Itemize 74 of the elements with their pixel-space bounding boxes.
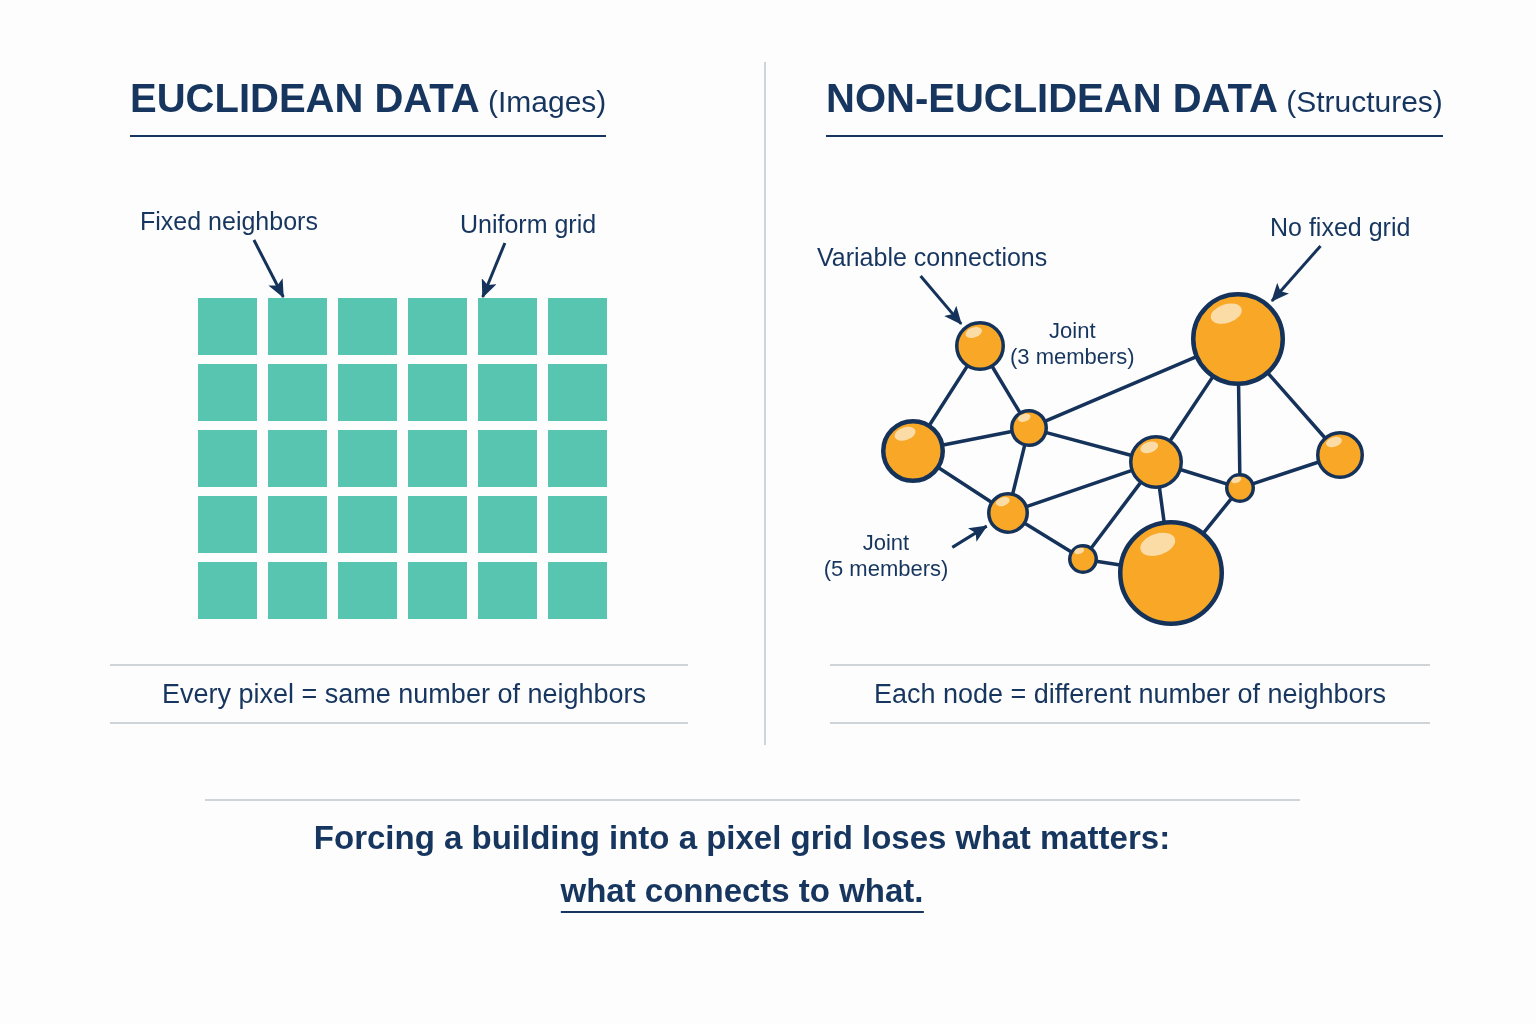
pixel-tile <box>198 496 257 553</box>
leader-arrow <box>951 524 988 549</box>
graph-node <box>1191 292 1285 386</box>
section-heading: EUCLIDEAN DATA (Images) <box>130 74 607 137</box>
annotation-label: Joint (3 members) <box>1010 318 1135 371</box>
graph-node <box>1068 544 1098 574</box>
leader-arrow <box>481 242 507 298</box>
graph-edge <box>1236 384 1242 475</box>
pixel-tile <box>548 430 607 487</box>
graph-edge <box>942 429 1013 447</box>
annotation-label: Fixed neighbors <box>140 206 318 236</box>
caption-text: Every pixel = same number of neighbors <box>162 678 646 711</box>
graph-edge <box>1024 522 1072 553</box>
graph-node <box>955 321 1005 371</box>
pixel-tile <box>548 298 607 355</box>
leader-arrow <box>252 239 285 298</box>
graph-edge <box>1202 497 1233 534</box>
pixel-tile <box>198 562 257 619</box>
pixel-tile <box>268 496 327 553</box>
pixel-tile <box>478 496 537 553</box>
pixel-tile <box>338 562 397 619</box>
pixel-tile <box>338 364 397 421</box>
graph-node <box>881 419 945 483</box>
graph-edge <box>1252 460 1319 486</box>
graph-edge <box>1096 559 1121 567</box>
section-heading: NON-EUCLIDEAN DATA (Structures) <box>826 74 1443 137</box>
pixel-tile <box>478 430 537 487</box>
pixel-tile <box>338 430 397 487</box>
graph-edge <box>1044 355 1197 423</box>
graph-edge <box>1169 376 1214 442</box>
graph-edge <box>1045 431 1132 457</box>
pixel-tile <box>268 562 327 619</box>
pixel-tile <box>338 298 397 355</box>
caption-text: Forcing a building into a pixel grid loses what matters: what connects to what. <box>313 812 1171 918</box>
pixel-tile <box>408 298 467 355</box>
graph-edge <box>1011 444 1027 495</box>
annotation-label: No fixed grid <box>1270 212 1411 242</box>
annotation-label: Joint (5 members) <box>823 530 949 583</box>
graph-edge <box>938 466 993 504</box>
pixel-tile <box>198 364 257 421</box>
pixel-tile <box>268 298 327 355</box>
pixel-tile <box>268 364 327 421</box>
leader-arrow <box>1270 245 1322 302</box>
graph-node <box>1129 435 1183 489</box>
graph-node <box>1010 409 1048 447</box>
pixel-tile <box>478 562 537 619</box>
graph-node <box>987 492 1029 534</box>
annotation-label: Variable connections <box>817 242 1048 272</box>
pixel-tile <box>478 298 537 355</box>
pixel-tile <box>478 364 537 421</box>
graph-node <box>1118 520 1224 626</box>
annotation-label: Uniform grid <box>460 209 597 239</box>
pixel-tile <box>408 496 467 553</box>
pixel-tile <box>198 430 257 487</box>
pixel-tile <box>548 562 607 619</box>
leader-arrow <box>919 275 963 325</box>
pixel-tile <box>548 364 607 421</box>
graph-edge <box>1090 481 1142 549</box>
graph-edge <box>928 365 969 426</box>
pixel-tile <box>408 364 467 421</box>
pixel-tile <box>198 298 257 355</box>
graph-edge <box>1180 468 1228 486</box>
graph-edge <box>1267 372 1326 439</box>
graph-node <box>1316 431 1364 479</box>
caption-text: Each node = different number of neighbors <box>873 678 1387 711</box>
pixel-tile <box>548 496 607 553</box>
pixel-tile <box>268 430 327 487</box>
graph-node <box>1225 473 1255 503</box>
pixel-tile <box>408 562 467 619</box>
graph-edge <box>991 365 1022 414</box>
graph-edge <box>1026 469 1133 508</box>
pixel-tile <box>338 496 397 553</box>
pixel-tile <box>408 430 467 487</box>
graph-edge <box>1157 487 1166 523</box>
